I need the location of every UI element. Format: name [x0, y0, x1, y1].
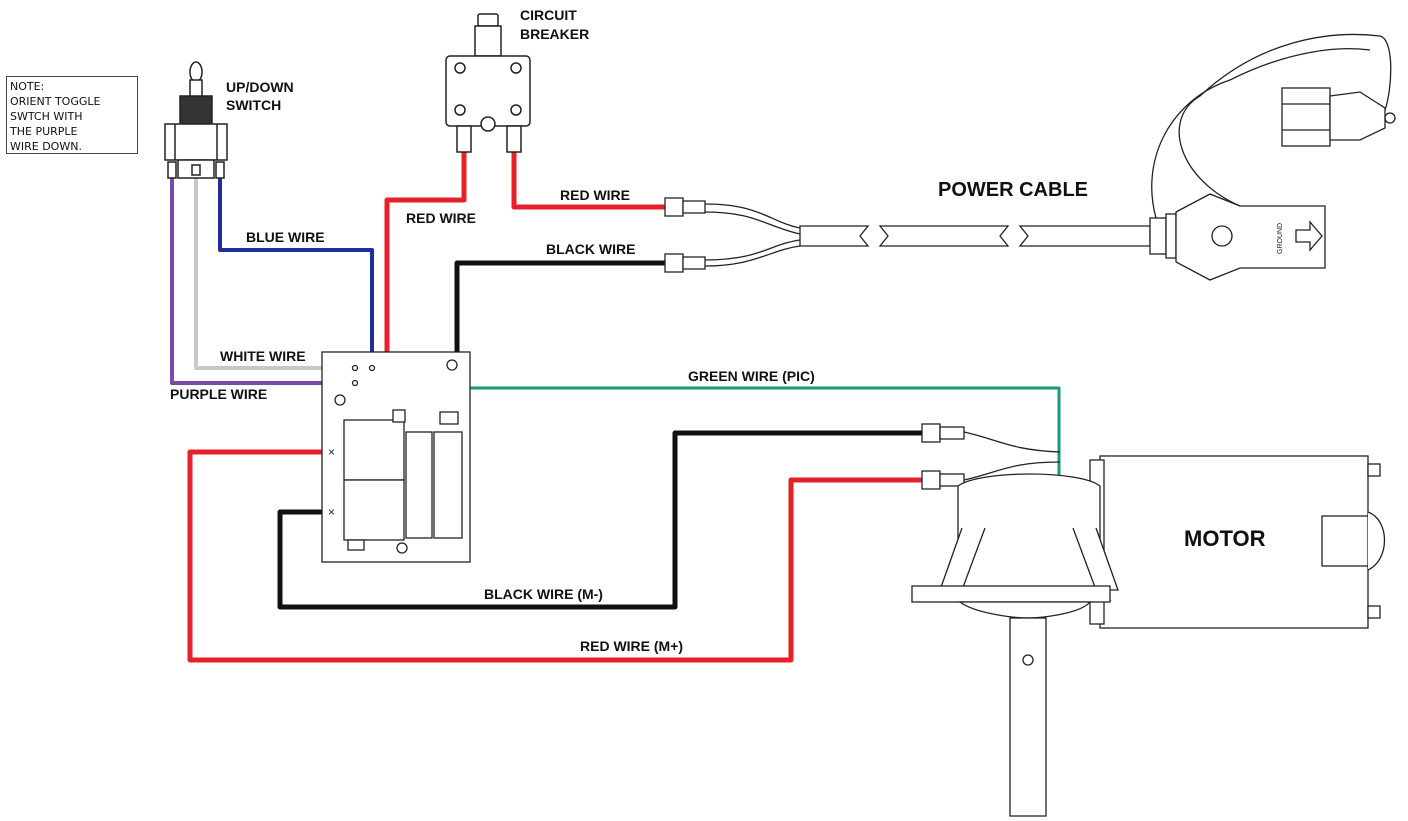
power-cable-label: POWER CABLE: [938, 179, 1088, 201]
circuit-breaker-label: BREAKER: [520, 26, 589, 42]
black-wire-power: [454, 260, 668, 408]
note-line: NOTE:: [10, 80, 45, 93]
power-cable: GROUND: [664, 33, 1396, 281]
red-wire-breaker-label: RED WIRE: [406, 210, 476, 226]
black-wire-power-label: BLACK WIRE: [546, 241, 635, 257]
red-wire-power-label: RED WIRE: [560, 187, 630, 203]
purple-wire-label: PURPLE WIRE: [170, 386, 267, 402]
control-board: × ×: [321, 351, 471, 563]
green-wire-label: GREEN WIRE (PIC): [688, 368, 815, 384]
circuit-breaker-label: CIRCUIT: [520, 7, 577, 23]
svg-text:GROUND: GROUND: [1277, 223, 1284, 254]
updown-switch-label: SWITCH: [226, 97, 281, 113]
white-wire: [194, 176, 357, 370]
purple-wire: [170, 176, 357, 385]
circuit-breaker: [445, 13, 531, 153]
red-wire-motor-label: RED WIRE (M+): [580, 638, 683, 654]
motor: [911, 423, 1386, 817]
updown-switch-label: UP/DOWN: [226, 79, 294, 95]
note-line: SWTCH WITH: [10, 110, 83, 123]
red-wire-motor: [187, 449, 925, 663]
blue-wire: [218, 176, 374, 370]
note-line: WIRE DOWN.: [10, 140, 82, 153]
toggle-switch: [164, 61, 228, 179]
red-wire-breaker: [384, 149, 467, 423]
svg-text:×: ×: [328, 445, 335, 459]
svg-text:×: ×: [328, 505, 335, 519]
black-wire-motor: [277, 430, 925, 610]
motor-label: MOTOR: [1184, 526, 1266, 551]
red-wire-power: [511, 149, 668, 210]
note-line: THE PURPLE: [10, 125, 78, 138]
note-line: ORIENT TOGGLE: [10, 95, 101, 108]
white-wire-label: WHITE WIRE: [220, 348, 306, 364]
black-wire-motor-label: BLACK WIRE (M-): [484, 586, 603, 602]
green-wire: [400, 386, 1061, 480]
blue-wire-label: BLUE WIRE: [246, 229, 325, 245]
orientation-note: NOTE: ORIENT TOGGLE SWTCH WITH THE PURPL…: [6, 76, 138, 154]
